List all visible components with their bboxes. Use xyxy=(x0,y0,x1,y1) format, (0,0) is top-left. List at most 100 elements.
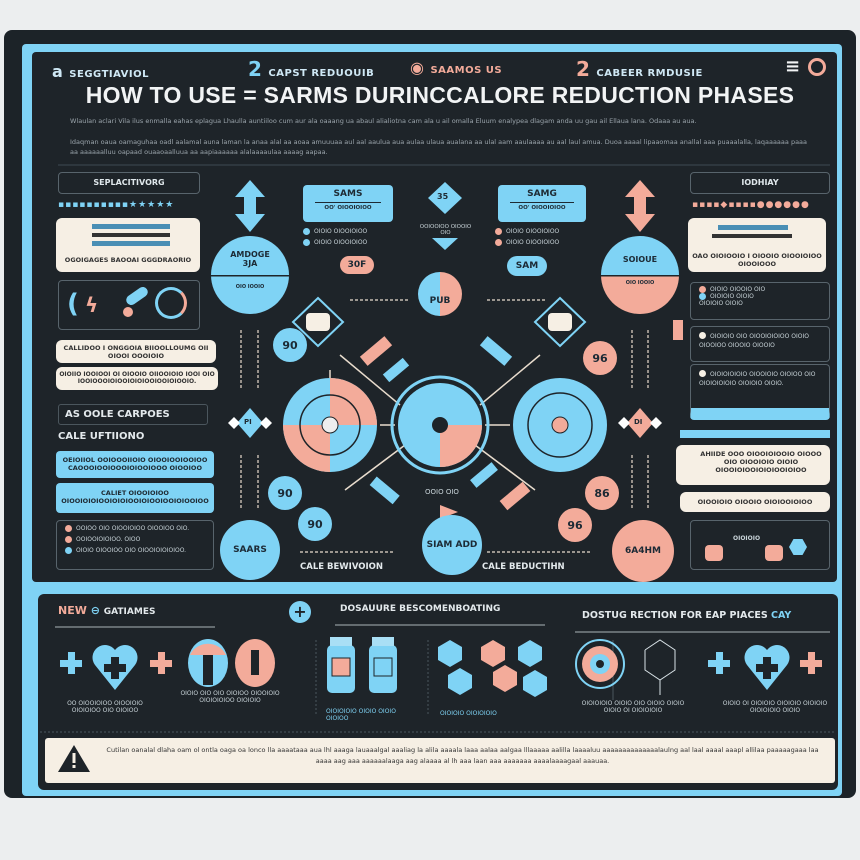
molecule-outline-icon xyxy=(644,639,676,695)
progress-bar xyxy=(712,234,792,238)
list-item: OIOIO OIOOIOIOO xyxy=(495,228,559,235)
list-item: OIOIOIO OIOIO xyxy=(699,300,743,307)
record-icon[interactable] xyxy=(808,58,826,76)
dose-pill: 30F xyxy=(340,256,374,274)
nav-number: a xyxy=(52,62,64,81)
nav-item[interactable]: ◉ SAAMOS US xyxy=(410,58,502,77)
bottom-heading: DOSAUURE BESCOMENBOATING xyxy=(340,604,501,614)
number-badge: 90 xyxy=(273,328,307,362)
warning-text: Cutilan oanalal dlaha oam ol ontla oaga … xyxy=(106,746,819,765)
caption: OIOIOIO OIOIOIOIO xyxy=(440,710,497,717)
section-heading: AS OOLE CARPOES xyxy=(58,404,208,425)
wheel-center xyxy=(390,375,490,475)
arrow-down-icon xyxy=(673,320,683,340)
divider-bar xyxy=(680,430,830,438)
vial-icon xyxy=(369,637,397,693)
nav-label: SAAMOS US xyxy=(430,65,503,76)
caption: OO OIOOIOIOO OIOOIOIO OIOIOIOO OIO OIOIO… xyxy=(67,700,143,714)
progress-bar xyxy=(718,225,788,230)
nav-label: CABEER RMDUSIE xyxy=(596,68,703,79)
page-title: HOW TO USE = SARMS DURINCCALORE REDUCTIO… xyxy=(85,82,795,108)
target-icon xyxy=(575,639,625,689)
progress-bar xyxy=(92,224,170,229)
phase-caption: CALE BEDUCTIHN xyxy=(482,562,565,572)
syringe-icon xyxy=(359,336,393,366)
caption: OIOIO OI OIOIOIO OIOIOIO OIOIOIO OIOIOIO… xyxy=(722,700,828,714)
number-badge: 96 xyxy=(558,508,592,542)
arrow-caption: OOIOOIOO OIOOIO OIO xyxy=(419,224,472,236)
bottom-heading: NEW ⊖ GATIAMES xyxy=(58,604,156,617)
caption: OIOIOIOIO OIOIO OIO OIOIO OIOIO OIOIO OI… xyxy=(581,700,685,714)
plus-icon xyxy=(60,652,82,674)
tablet-icon xyxy=(123,307,133,317)
list-item: OIOIO OIOOIOIOO xyxy=(495,239,559,246)
syringe-icon xyxy=(470,462,498,488)
small-diamond-right xyxy=(618,408,662,438)
diamond-label: DI xyxy=(634,418,643,426)
list-item: OIOIO OIOOIOO OIO OIOOIOIOIOIOO. xyxy=(65,547,205,554)
number-badge: 90 xyxy=(298,507,332,541)
small-diamond-left xyxy=(228,408,272,438)
dose-pill: SAM xyxy=(507,256,547,276)
list-item: OOIOO OIO OIOOIOIOO OIOOIOO OIO. xyxy=(65,525,205,532)
section-heading: CALE UFTIIONO xyxy=(58,431,145,442)
hexagon-icon xyxy=(705,545,723,561)
number-badge: 96 xyxy=(583,341,617,375)
plus-icon xyxy=(150,652,172,674)
intro-paragraph: Wlaulan aclari Vila ilus enmalla eahas e… xyxy=(70,117,697,125)
nav-number: 2 xyxy=(576,57,591,81)
list-item: OIOIO OIOOIO OIO xyxy=(699,286,821,293)
nav-number: ◉ xyxy=(410,58,425,77)
molecule-label: OIOIOIO xyxy=(733,535,761,542)
syringe-icon xyxy=(369,476,400,505)
result-circle: 6A4HM xyxy=(612,520,674,582)
note-box: OIOIIO IOOIOOI OI OIOOIO OIIOOIOIO IOOI … xyxy=(56,367,218,390)
molecule-icon xyxy=(438,640,547,697)
diamond-label: PI xyxy=(244,418,252,426)
section-label: IODHIAY xyxy=(690,172,830,194)
bottom-heading: DOSTUG RECTION FOR EAP PIACES CAY xyxy=(582,610,792,621)
warning-icon xyxy=(58,745,90,772)
pill-icon xyxy=(124,285,150,307)
rating-dots: ▪▪▪▪◆▪▪▪▪●●●●●● xyxy=(692,200,810,210)
pill-icons-box: ( ϟ xyxy=(58,280,200,330)
progress-bar xyxy=(92,233,170,237)
nav-item[interactable]: 2 CABEER RMDUSIE xyxy=(576,57,703,81)
progress-bar xyxy=(92,241,170,246)
note-box: CALLIDOO I ONGGOIA BIIOOLLOUMG OII OIOOI… xyxy=(56,340,216,363)
caption: OIOIOIOIO OIOIO OIOIO OIOIOO xyxy=(326,708,396,722)
diamond-left xyxy=(291,296,345,348)
list-box: OOIOO OIO OIOOIOIOO OIOOIOO OIO. OOIOOIO… xyxy=(56,520,214,570)
rating-stars: ▪▪▪▪▪▪▪▪▪▪★★★★★ xyxy=(58,200,175,210)
molecule-box: OIOIOIO xyxy=(690,520,830,570)
diamond-right xyxy=(533,296,587,348)
arrow-number: 35 xyxy=(437,192,449,201)
menu-icon[interactable]: ≡ xyxy=(785,56,801,77)
note-pill: OIOOIOIO OIOOIO OIOIOOIOIOO xyxy=(680,492,830,512)
organ-icon xyxy=(235,639,275,687)
syringe-icon xyxy=(499,481,531,511)
phase-circle-mid: PUB xyxy=(418,272,462,316)
result-circle: SAARS xyxy=(220,520,280,580)
note-box: OIOIOIO OIO OIOOIOIOIOO OIOIO OIOOIOO OI… xyxy=(690,326,830,362)
list-item: OIOIO OIOOIOIOO xyxy=(303,228,367,235)
card-caption: OGOIGAGES BAOOAI GGGDRAORIO xyxy=(64,256,192,264)
list-item: OIOIO OIOOIOIOO xyxy=(303,239,367,246)
syringe-icon xyxy=(382,357,410,383)
list-box: OIOIO OIOOIO OIO OIOIOIO OIOIO OIOIOIO O… xyxy=(690,282,830,320)
wheel-left xyxy=(283,378,377,472)
wheel-right xyxy=(513,378,607,472)
hexagon-icon xyxy=(765,545,783,561)
card-caption: OAO OIOIOOIO I OIOOIO OIOOIOIOO OIOOIOOO xyxy=(692,252,822,268)
phase-caption: CALE BEWIVOION xyxy=(300,562,383,572)
number-badge: 86 xyxy=(585,476,619,510)
svg-text:+: + xyxy=(293,602,306,621)
plus-icon xyxy=(708,652,730,674)
capsule-icon: ( xyxy=(67,289,79,319)
hexagon-icon xyxy=(789,539,807,555)
